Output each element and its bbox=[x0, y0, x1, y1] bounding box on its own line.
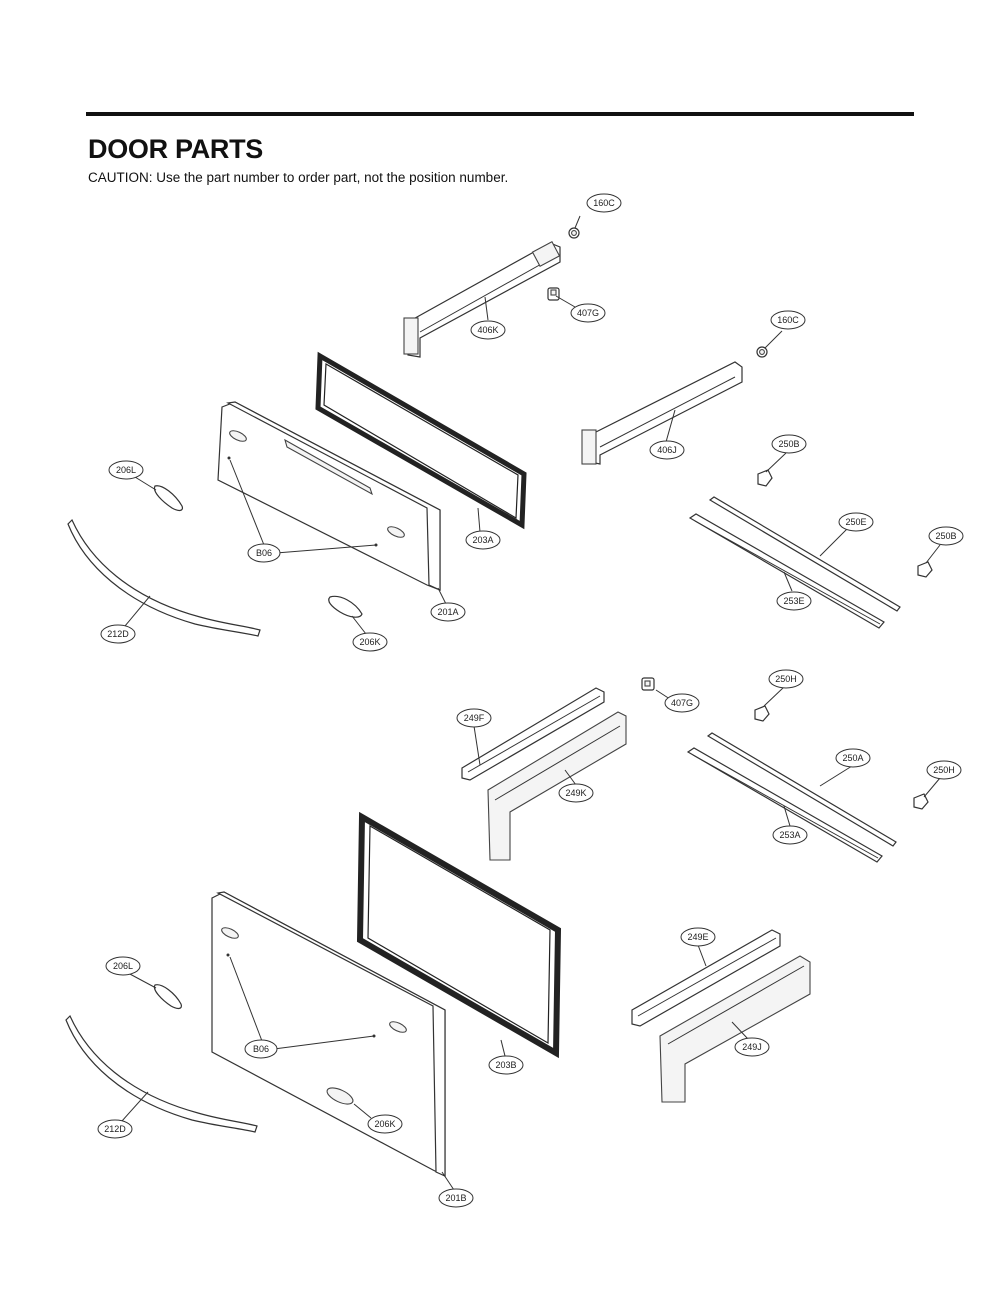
part-201A-drawer-front bbox=[217, 401, 441, 591]
svg-text:203B: 203B bbox=[495, 1060, 516, 1070]
part-253E-bar bbox=[688, 513, 885, 629]
callout-407G-b: 407G bbox=[664, 693, 700, 713]
part-250B-clip-b bbox=[917, 561, 933, 578]
part-250B-clip-a bbox=[757, 469, 773, 487]
svg-text:201A: 201A bbox=[437, 607, 458, 617]
callout-B06-a: B06 bbox=[247, 543, 281, 563]
svg-text:406J: 406J bbox=[657, 445, 677, 455]
svg-text:206L: 206L bbox=[116, 465, 136, 475]
svg-text:407G: 407G bbox=[577, 308, 599, 318]
part-160C-screw-a bbox=[568, 227, 580, 239]
callout-160C-b: 160C bbox=[770, 310, 806, 330]
svg-text:249K: 249K bbox=[565, 788, 586, 798]
part-203B-gasket bbox=[356, 811, 562, 1059]
part-212D-handle-b bbox=[65, 1014, 258, 1133]
callout-250H-a: 250H bbox=[768, 669, 804, 689]
callout-212D-a: 212D bbox=[100, 624, 136, 644]
svg-text:249J: 249J bbox=[742, 1042, 762, 1052]
callout-249K: 249K bbox=[558, 783, 594, 803]
svg-text:206K: 206K bbox=[359, 637, 380, 647]
part-253A-bar bbox=[686, 747, 883, 863]
svg-text:201B: 201B bbox=[445, 1193, 466, 1203]
callout-250A: 250A bbox=[835, 748, 871, 768]
part-250A-bar bbox=[706, 732, 897, 847]
callout-250B-a: 250B bbox=[771, 434, 807, 454]
callout-249F: 249F bbox=[456, 708, 492, 728]
part-406K-rail bbox=[403, 241, 561, 358]
part-201B-door-front bbox=[211, 891, 446, 1177]
callout-160C-a: 160C bbox=[586, 193, 622, 213]
callout-250H-b: 250H bbox=[926, 760, 962, 780]
part-160C-screw-b bbox=[756, 346, 768, 358]
callout-206K-a: 206K bbox=[352, 632, 388, 652]
callout-B06-b: B06 bbox=[244, 1039, 278, 1059]
part-249E-rail bbox=[631, 929, 781, 1027]
part-250H-clip-a bbox=[754, 705, 770, 722]
callout-250E: 250E bbox=[838, 512, 874, 532]
svg-text:206L: 206L bbox=[113, 961, 133, 971]
callout-406J: 406J bbox=[649, 440, 685, 460]
svg-text:249E: 249E bbox=[687, 932, 708, 942]
page-title: DOOR PARTS bbox=[88, 134, 264, 164]
callout-406K: 406K bbox=[470, 320, 506, 340]
callout-206K-b: 206K bbox=[367, 1114, 403, 1134]
svg-text:160C: 160C bbox=[593, 198, 615, 208]
svg-text:250A: 250A bbox=[842, 753, 863, 763]
part-206L-cap-b bbox=[153, 984, 183, 1010]
part-212D-handle-a bbox=[67, 518, 261, 637]
svg-text:B06: B06 bbox=[253, 1044, 269, 1054]
part-406J-rail bbox=[581, 361, 743, 465]
svg-text:250E: 250E bbox=[845, 517, 866, 527]
leader-lines bbox=[121, 215, 941, 1191]
callout-249E: 249E bbox=[680, 927, 716, 947]
callout-203B: 203B bbox=[488, 1055, 524, 1075]
callout-201B: 201B bbox=[438, 1188, 474, 1208]
caution-note: CAUTION: Use the part number to order pa… bbox=[88, 170, 509, 185]
callout-206L-a: 206L bbox=[108, 460, 144, 480]
svg-text:249F: 249F bbox=[464, 713, 485, 723]
svg-text:B06: B06 bbox=[256, 548, 272, 558]
svg-text:253A: 253A bbox=[779, 830, 800, 840]
svg-text:203A: 203A bbox=[472, 535, 493, 545]
part-206L-cap-a bbox=[153, 485, 184, 512]
svg-text:212D: 212D bbox=[107, 629, 129, 639]
svg-text:160C: 160C bbox=[777, 315, 799, 325]
callout-201A: 201A bbox=[430, 602, 466, 622]
svg-text:250H: 250H bbox=[933, 765, 955, 775]
part-250H-clip-b bbox=[913, 793, 929, 810]
svg-text:212D: 212D bbox=[104, 1124, 126, 1134]
callout-250B-b: 250B bbox=[928, 526, 964, 546]
svg-text:253E: 253E bbox=[783, 596, 804, 606]
svg-text:250B: 250B bbox=[935, 531, 956, 541]
callout-212D-b: 212D bbox=[97, 1119, 133, 1139]
callout-206L-b: 206L bbox=[105, 956, 141, 976]
part-407G-clip-b bbox=[641, 677, 655, 691]
part-249K-bracket bbox=[487, 711, 627, 861]
svg-text:250B: 250B bbox=[778, 439, 799, 449]
part-249J-bracket bbox=[659, 955, 811, 1103]
part-206K-cap-a bbox=[328, 595, 363, 618]
callout-253E: 253E bbox=[776, 591, 812, 611]
part-249F-rail bbox=[461, 687, 605, 781]
callout-253A: 253A bbox=[772, 825, 808, 845]
header-rule bbox=[86, 112, 914, 116]
callout-249J: 249J bbox=[734, 1037, 770, 1057]
svg-text:406K: 406K bbox=[477, 325, 498, 335]
part-250E-bar bbox=[708, 496, 901, 612]
callout-203A: 203A bbox=[465, 530, 501, 550]
svg-text:250H: 250H bbox=[775, 674, 797, 684]
callout-407G-a: 407G bbox=[570, 303, 606, 323]
svg-text:407G: 407G bbox=[671, 698, 693, 708]
part-407G-clip-a bbox=[547, 287, 560, 301]
svg-text:206K: 206K bbox=[374, 1119, 395, 1129]
part-203A-gasket bbox=[315, 351, 527, 530]
